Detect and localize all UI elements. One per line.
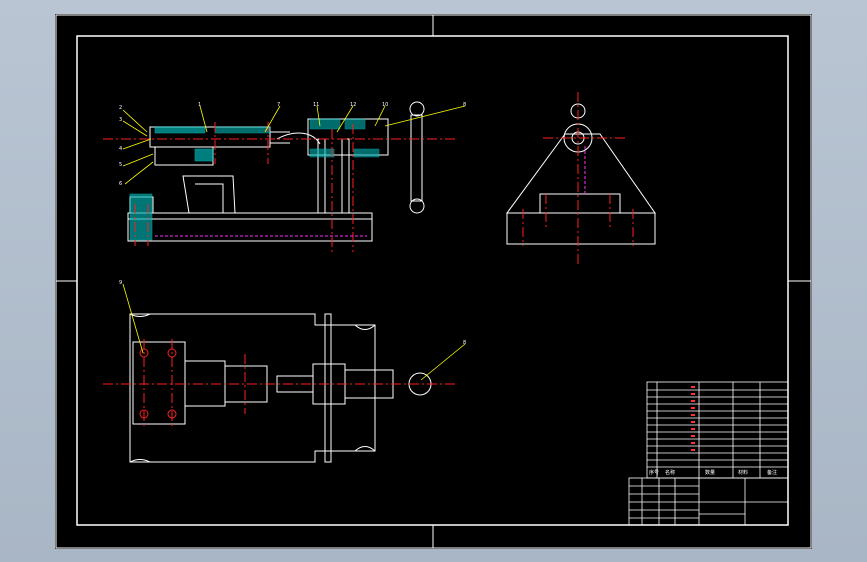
- svg-text:备注: 备注: [767, 469, 777, 476]
- side-view-centerlines: [522, 92, 634, 264]
- svg-text:7: 7: [277, 102, 280, 108]
- front-view-centerlines: [103, 122, 455, 252]
- svg-text:数量: 数量: [705, 469, 715, 476]
- svg-text:12: 12: [350, 102, 356, 108]
- parts-list: [646, 381, 789, 479]
- front-view: [127, 101, 425, 242]
- svg-text:9: 9: [119, 280, 122, 286]
- parts-list-headers: 序号 名称 数量 材料 备注: [649, 469, 777, 476]
- svg-text:6: 6: [119, 181, 122, 187]
- svg-text:3: 3: [119, 117, 122, 123]
- svg-text:2: 2: [119, 105, 122, 111]
- drawing-canvas: 2 3 4 5 6 1 7 11 12 10 8 9 8: [55, 14, 812, 549]
- sheet-border: [55, 14, 812, 549]
- top-view: [129, 313, 432, 463]
- svg-text:材料: 材料: [738, 469, 748, 476]
- svg-text:8: 8: [463, 340, 466, 346]
- svg-text:1: 1: [198, 102, 201, 108]
- svg-text:5: 5: [119, 162, 122, 168]
- title-block: [628, 477, 789, 526]
- leader-lines: [122, 105, 466, 381]
- drawing-sheet: 2 3 4 5 6 1 7 11 12 10 8 9 8: [55, 14, 812, 549]
- balloon-labels: 2 3 4 5 6 1 7 11 12 10 8 9 8: [119, 102, 466, 346]
- svg-text:8: 8: [463, 102, 466, 108]
- svg-text:11: 11: [313, 102, 319, 108]
- svg-text:序号: 序号: [649, 469, 659, 476]
- svg-text:10: 10: [382, 102, 388, 108]
- svg-text:4: 4: [119, 146, 122, 152]
- top-view-centerlines: [103, 339, 455, 429]
- parts-list-marks: [691, 386, 695, 451]
- svg-text:名称: 名称: [665, 469, 675, 476]
